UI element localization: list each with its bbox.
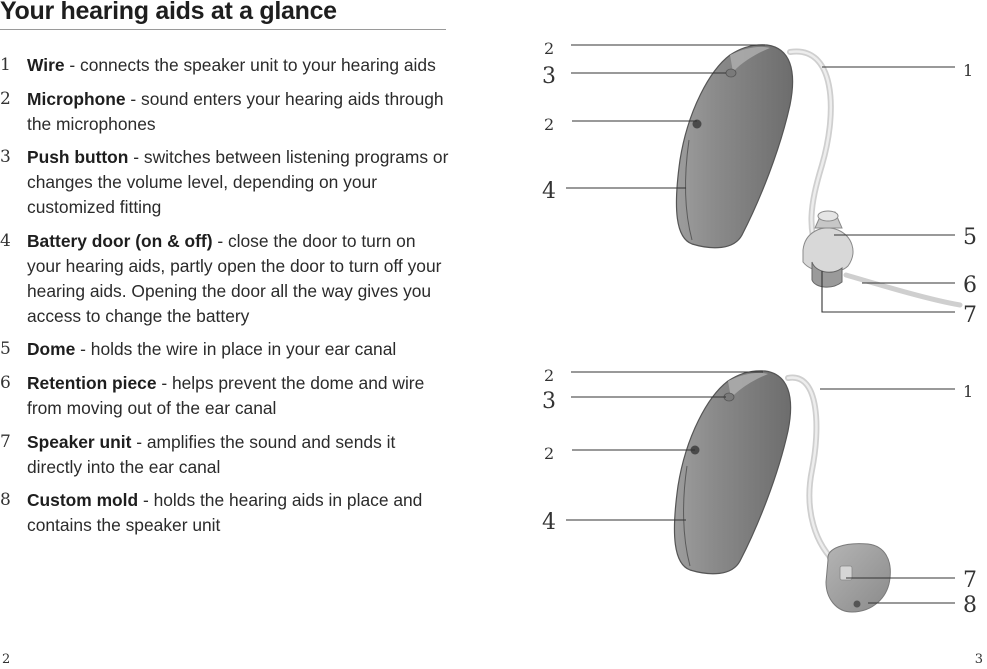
hearing-aid-dome-version	[675, 44, 963, 308]
callout-number: 1	[963, 61, 973, 80]
list-item-retention-piece: 6 Retention piece - helps prevent the do…	[0, 371, 450, 421]
item-term: Push button	[27, 147, 129, 168]
component-list: 1 Wire - connects the speaker unit to yo…	[0, 53, 450, 547]
item-description: - holds the hearing aids in place and co…	[27, 490, 423, 536]
callout-number: 2	[544, 115, 554, 134]
list-item-custom-mold: 8 Custom mold - holds the hearing aids i…	[0, 488, 450, 538]
callout-number: 2	[544, 366, 554, 385]
item-term: Microphone	[27, 88, 126, 109]
item-number: 2	[0, 88, 11, 109]
item-number: 6	[0, 372, 11, 393]
page-title: Your hearing aids at a glance	[0, 0, 446, 30]
callout-number: 4	[542, 179, 556, 204]
callout-number: 2	[544, 444, 554, 463]
list-item-microphone: 2 Microphone - sound enters your hearing…	[0, 87, 450, 137]
list-item-speaker-unit: 7 Speaker unit - amplifies the sound and…	[0, 430, 450, 480]
item-description: - connects the speaker unit to your hear…	[64, 55, 436, 75]
page-number-left: 2	[2, 652, 11, 667]
item-term: Custom mold	[27, 490, 139, 511]
list-item-wire: 1 Wire - connects the speaker unit to yo…	[0, 53, 450, 78]
item-term: Battery door (on & off)	[27, 230, 213, 251]
item-term: Retention piece	[27, 372, 157, 393]
item-number: 3	[0, 147, 11, 168]
callout-number: 3	[542, 389, 556, 414]
item-term: Speaker unit	[27, 431, 132, 452]
item-term: Dome	[27, 339, 76, 360]
item-description: - sound enters your hearing aids through…	[27, 88, 444, 134]
item-description: - close the door to turn on your hearing…	[27, 230, 442, 326]
callout-number: 3	[542, 64, 556, 89]
item-description: - holds the wire in place in your ear ca…	[75, 339, 397, 360]
callout-number: 4	[542, 510, 556, 535]
page-number-right: 3	[974, 652, 983, 667]
item-description: - helps prevent the dome and wire from m…	[27, 372, 425, 418]
dome	[802, 210, 854, 288]
callout-number: 1	[963, 382, 973, 401]
list-item-battery-door: 4 Battery door (on & off) - close the do…	[0, 229, 450, 329]
item-description: - switches between listening programs or…	[27, 147, 449, 218]
item-description: - amplifies the sound and sends it direc…	[27, 431, 396, 477]
item-number: 1	[0, 55, 11, 75]
list-item-dome: 5 Dome - holds the wire in place in your…	[0, 337, 450, 362]
item-number: 8	[0, 490, 11, 511]
callout-number: 7	[963, 303, 977, 328]
callout-number: 6	[963, 273, 977, 298]
item-number: 4	[0, 230, 11, 251]
item-term: Wire	[27, 55, 65, 75]
callout-number: 8	[963, 593, 977, 618]
hearing-aid-custom-mold-version	[673, 370, 891, 613]
item-number: 7	[0, 431, 11, 452]
callout-numbers-bottom: 2 3 2 4 1 7 8	[542, 366, 977, 618]
list-item-push-button: 3 Push button - switches between listeni…	[0, 145, 450, 220]
callout-number: 2	[544, 39, 554, 58]
callout-numbers-top: 2 3 2 4 1 5 6 7	[542, 39, 977, 328]
callout-number: 5	[963, 225, 977, 250]
callout-number: 7	[963, 568, 977, 593]
callout-lines-top	[566, 44, 955, 313]
item-number: 5	[0, 339, 11, 360]
callout-lines-bottom	[566, 371, 955, 604]
